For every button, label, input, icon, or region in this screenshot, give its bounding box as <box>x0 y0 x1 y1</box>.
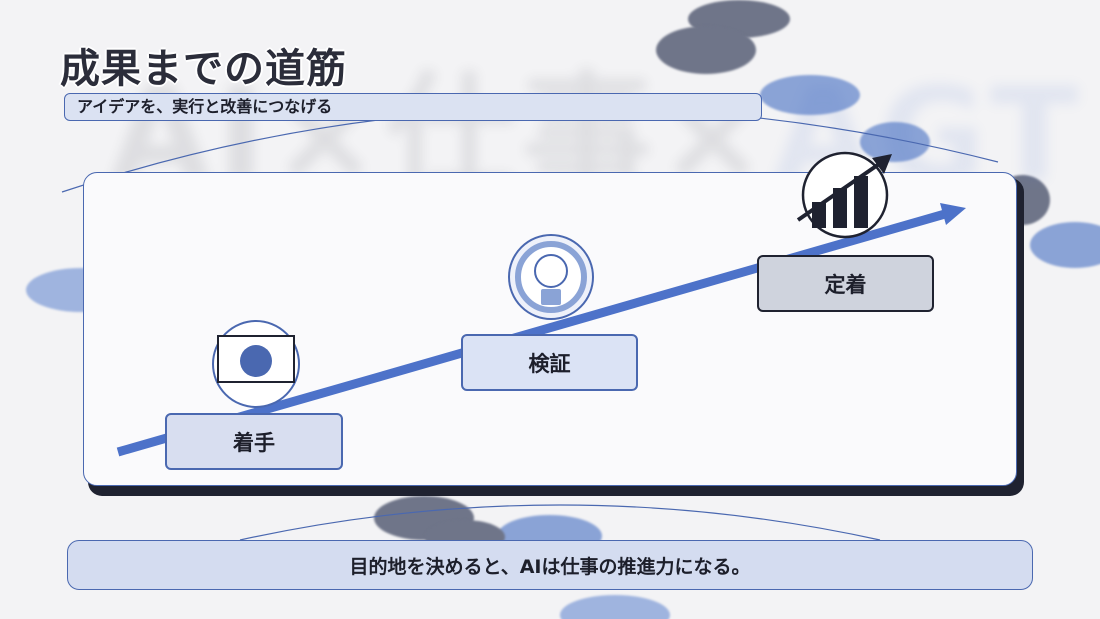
step-establish: 定着 <box>757 255 934 312</box>
start-point-icon <box>212 320 300 408</box>
bg-blob <box>656 26 756 74</box>
conclusion-banner: 目的地を決めると、AIは仕事の推進力になる。 <box>67 540 1033 590</box>
bg-blob <box>1030 222 1100 268</box>
bg-blob <box>860 122 930 162</box>
subtitle-banner: アイデアを、実行と改善につなげる <box>64 93 762 121</box>
page-title: 成果までの道筋 <box>60 46 347 92</box>
growth-chart-icon <box>796 151 892 239</box>
bg-blob <box>760 75 860 115</box>
step-start: 着手 <box>165 413 343 470</box>
lightbulb-icon <box>508 234 594 320</box>
step-verify: 検証 <box>461 334 638 391</box>
